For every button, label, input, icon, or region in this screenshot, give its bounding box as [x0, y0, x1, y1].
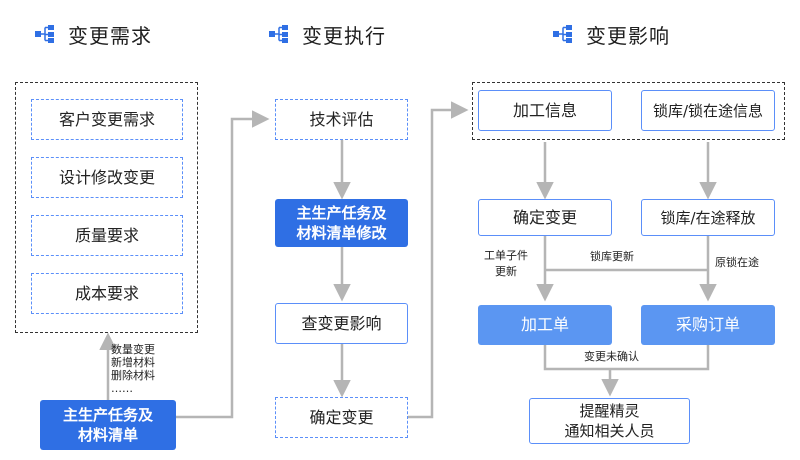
- column-title-impact: 变更影响: [586, 23, 670, 48]
- column-header-execution: 变更执行: [268, 18, 386, 50]
- impact-group: [472, 82, 785, 140]
- lock-info[interactable]: 锁库/锁在途信息: [641, 90, 775, 131]
- bom-modification-line-1: 主生产任务及: [296, 204, 387, 222]
- demand-item-label: 成本要求: [74, 283, 139, 303]
- change-type-more: ……: [111, 382, 133, 395]
- arrow-confirm-to-impact-group: [408, 101, 469, 419]
- demand-item-label: 质量要求: [74, 225, 139, 245]
- unconfirmed-label: 变更未确认: [584, 350, 639, 363]
- source-task-bom[interactable]: 主生产任务及 材料清单: [40, 400, 176, 450]
- notify-line-2: 通知相关人员: [564, 422, 655, 440]
- confirm-change-impact-label: 确定变更: [512, 207, 577, 227]
- demand-item-label: 客户变更需求: [58, 109, 155, 129]
- processing-info[interactable]: 加工信息: [478, 90, 612, 131]
- confirm-change-impact[interactable]: 确定变更: [478, 199, 612, 236]
- bom-modification-line-2: 材料清单修改: [296, 224, 387, 242]
- column-title-demand: 变更需求: [68, 23, 152, 48]
- change-type-add: 新增材料: [111, 356, 155, 369]
- notify-line-1: 提醒精灵: [579, 402, 640, 420]
- technical-assessment-label: 技术评估: [309, 109, 374, 129]
- original-lock-label: 原锁在途: [715, 256, 759, 269]
- lock-release-label: 锁库/在途释放: [660, 208, 756, 227]
- technical-assessment[interactable]: 技术评估: [275, 99, 408, 140]
- demand-item-quality[interactable]: 质量要求: [31, 215, 183, 256]
- source-line-2: 材料清单: [77, 426, 138, 444]
- processing-info-label: 加工信息: [512, 100, 577, 120]
- check-change-impact-label: 查变更影响: [301, 313, 382, 333]
- demand-item-design[interactable]: 设计修改变更: [31, 157, 183, 198]
- check-change-impact[interactable]: 查变更影响: [275, 303, 408, 344]
- change-type-delete: 删除材料: [111, 369, 155, 382]
- purchase-order[interactable]: 采购订单: [641, 305, 775, 345]
- bom-modification[interactable]: 主生产任务及 材料清单修改: [275, 199, 408, 247]
- demand-item-customer[interactable]: 客户变更需求: [31, 99, 183, 140]
- arrow-source-to-assessment: [176, 110, 270, 419]
- lock-release[interactable]: 锁库/在途释放: [641, 199, 775, 236]
- demand-group: [15, 82, 198, 333]
- lock-info-label: 锁库/锁在途信息: [652, 101, 764, 120]
- processing-order-label: 加工单: [520, 315, 569, 334]
- hierarchy-icon: [35, 25, 54, 43]
- change-type-quantity: 数量变更: [111, 343, 155, 356]
- workorder-update-line-1: 工单子件: [484, 249, 528, 262]
- notify-people[interactable]: 提醒精灵 通知相关人员: [529, 398, 690, 444]
- source-line-1: 主生产任务及: [62, 406, 153, 424]
- change-types-label: 数量变更 新增材料 删除材料 ……: [111, 343, 155, 395]
- column-header-demand: 变更需求: [34, 18, 152, 50]
- workorder-update-line-2: 更新: [495, 265, 517, 278]
- line-order-merge: [543, 345, 710, 371]
- hierarchy-icon: [269, 25, 288, 43]
- column-title-execution: 变更执行: [302, 23, 386, 48]
- demand-item-label: 设计修改变更: [58, 167, 155, 187]
- confirm-change-exec[interactable]: 确定变更: [275, 397, 408, 438]
- lock-update-label: 锁库更新: [588, 250, 636, 264]
- workorder-update-label: 工单子件 更新: [484, 248, 528, 280]
- demand-item-cost[interactable]: 成本要求: [31, 273, 183, 314]
- purchase-order-label: 采购订单: [675, 315, 740, 334]
- column-header-impact: 变更影响: [552, 18, 670, 50]
- confirm-change-exec-label: 确定变更: [309, 407, 374, 427]
- processing-order[interactable]: 加工单: [478, 305, 612, 345]
- hierarchy-icon: [553, 25, 572, 43]
